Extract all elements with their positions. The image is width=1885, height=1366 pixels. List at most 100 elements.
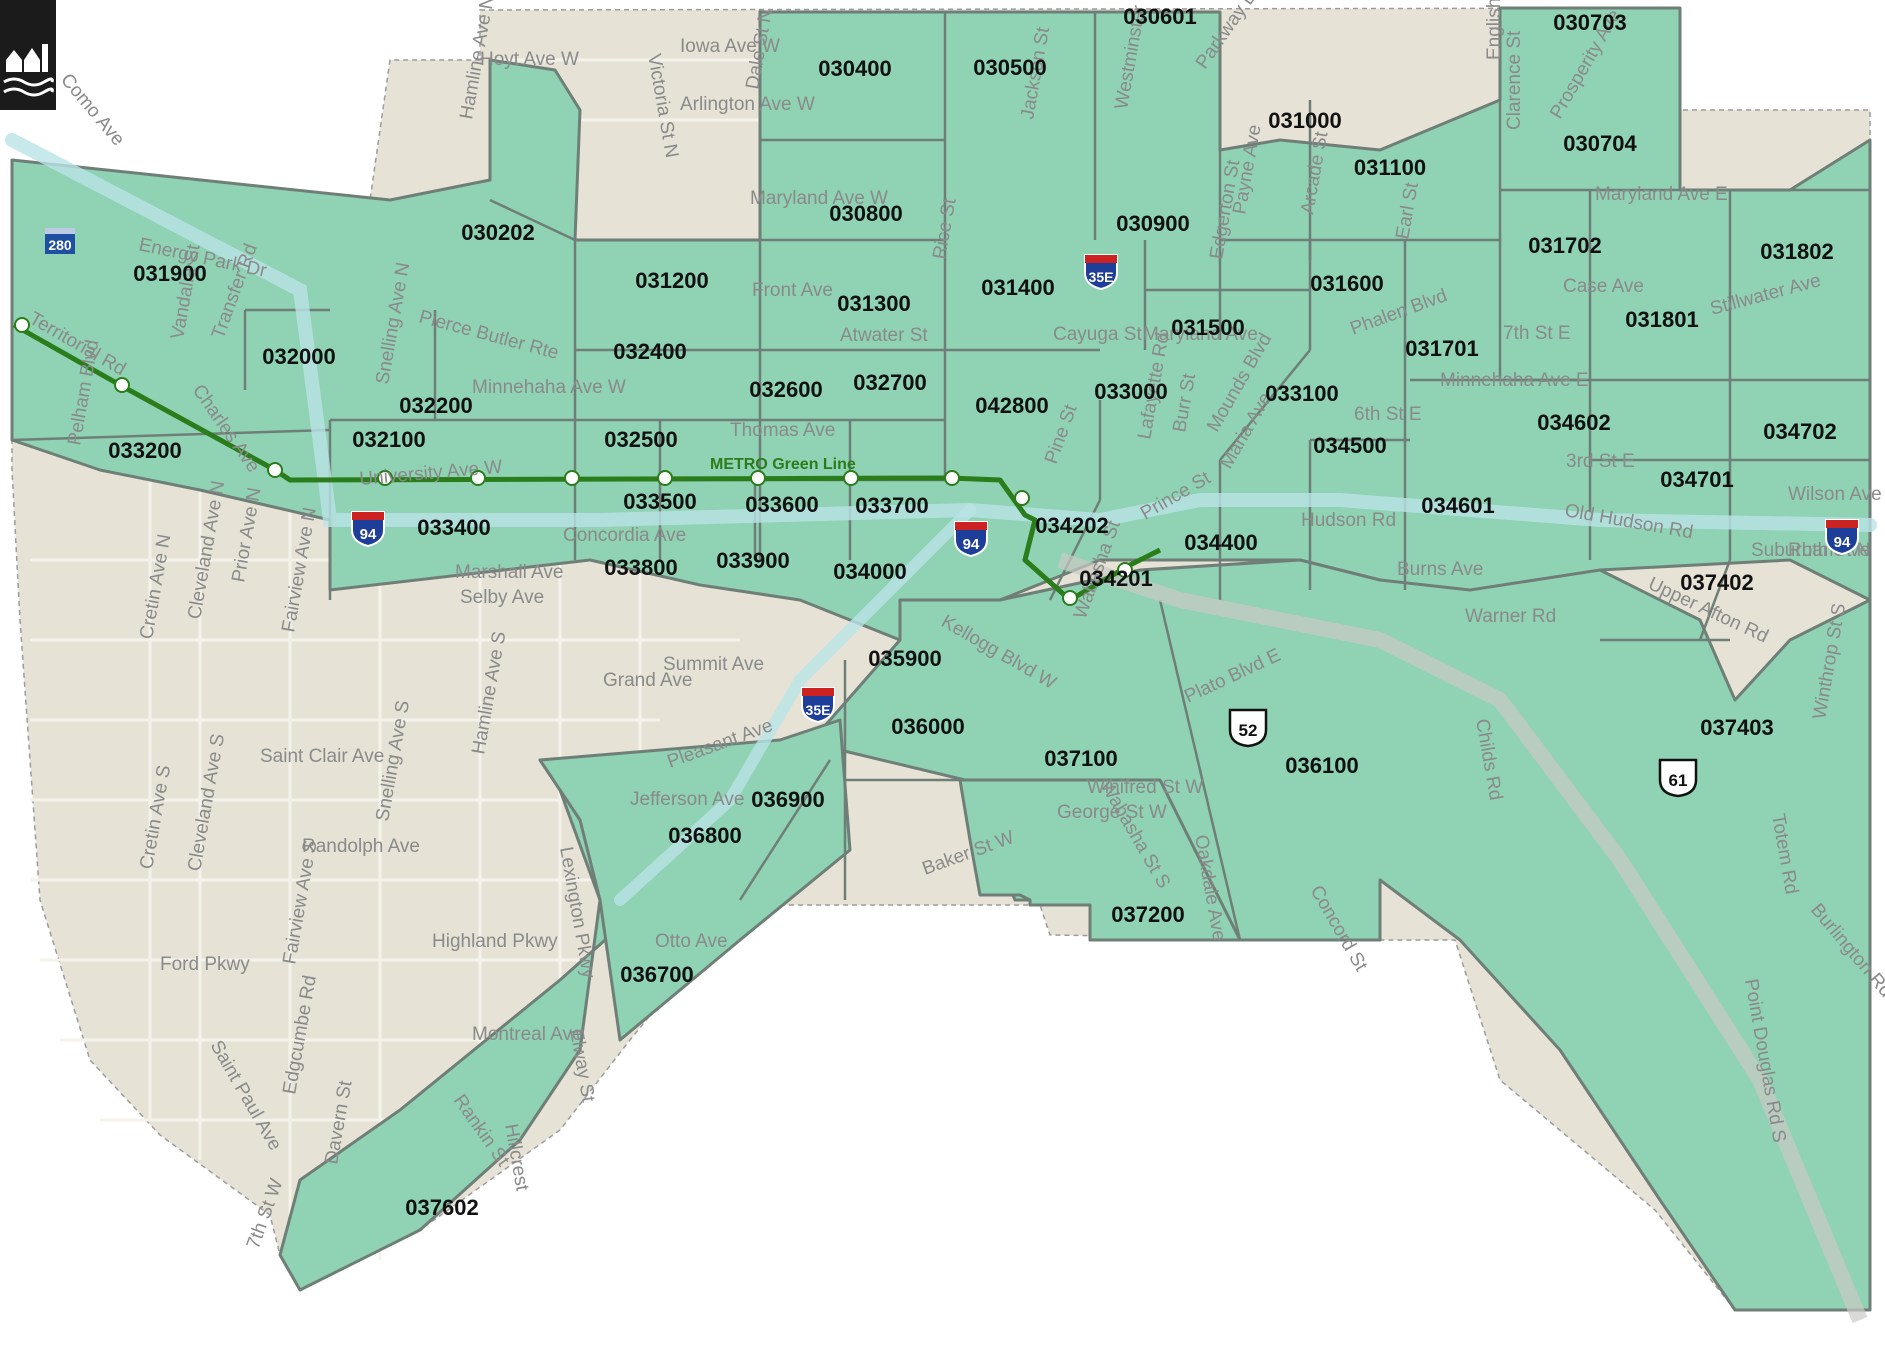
green-line-station [377, 470, 393, 486]
street-label: Atwater St [840, 325, 928, 346]
interstate-35e-shield-icon: 35E [1084, 254, 1118, 291]
tract-label: 030900 [1116, 211, 1189, 236]
street-label: Maryland Ave E [1595, 184, 1728, 205]
tract-label: 033500 [623, 489, 696, 514]
interstate-94-shield-icon: 94 [954, 521, 988, 558]
mississippi-river [1057, 552, 1868, 1324]
tract-label: 032100 [352, 427, 425, 452]
green-line-station [1014, 490, 1030, 506]
tract-label: 030500 [973, 55, 1046, 80]
street-label: Hoyt Ave W [480, 49, 579, 70]
tract-label: 032400 [613, 339, 686, 364]
street-label: Clarence St [1504, 30, 1525, 130]
tract-label: 033700 [855, 493, 928, 518]
street-label: Saint Clair Ave [260, 746, 384, 767]
green-line-station [1117, 562, 1133, 578]
tract-label: 031702 [1528, 233, 1601, 258]
tract-label: 031200 [635, 268, 708, 293]
street-label: Case Ave [1563, 276, 1644, 297]
tract-label: 037100 [1044, 746, 1117, 771]
tract-label: 033600 [745, 492, 818, 517]
tract-label: 034602 [1537, 410, 1610, 435]
street-label: Montreal Ave [472, 1024, 583, 1045]
tract-label: 031600 [1310, 271, 1383, 296]
street-label: Randolph Ave [302, 836, 420, 857]
street-label: Grand Ave [603, 670, 692, 691]
street-label: Arlington Ave W [680, 94, 815, 115]
street-label: George St W [1057, 802, 1167, 823]
street-label: Warner Rd [1465, 606, 1556, 627]
green-line-station [944, 470, 960, 486]
street-label: Iowa Ave W [680, 36, 780, 57]
green-line-station [14, 317, 30, 333]
tract-label: 033100 [1265, 381, 1338, 406]
tract-label: 034000 [833, 559, 906, 584]
green-line-station [564, 470, 580, 486]
tract-label: 033900 [716, 548, 789, 573]
street-label: 7th St E [1503, 323, 1571, 344]
street-label: Minnehaha Ave E [1440, 370, 1589, 391]
green-line-station [114, 377, 130, 393]
tract-label: 030800 [829, 201, 902, 226]
tract-label: 031701 [1405, 336, 1478, 361]
street-label: Winifred St W [1087, 777, 1203, 798]
tract-label: 032600 [749, 377, 822, 402]
freeway-i35e [614, 504, 976, 906]
street-label: Concordia Ave [563, 525, 686, 546]
tract-label: 032000 [262, 344, 335, 369]
svg-text:280: 280 [48, 237, 72, 253]
green-line-station [1062, 590, 1078, 606]
tract-label: 034202 [1035, 513, 1108, 538]
tract-area-southwest [538, 718, 852, 1042]
tract-label: 030202 [461, 220, 534, 245]
tract-label: 034400 [1184, 530, 1257, 555]
street-label: Jefferson Ave [630, 789, 744, 810]
tract-label: 030601 [1123, 4, 1196, 29]
street-label: 3rd St E [1566, 451, 1635, 472]
tract-label: 036800 [668, 823, 741, 848]
tract-label: 034500 [1313, 433, 1386, 458]
street-label: Maryland Ave W [750, 188, 888, 209]
tract-label: 037602 [405, 1195, 478, 1220]
tract-label: 031802 [1760, 239, 1833, 264]
interstate-280-shield-icon: 280 [45, 228, 75, 254]
street-label: Ford Pkwy [160, 954, 250, 975]
metro-green-line [12, 317, 1162, 606]
city-seal-icon [0, 0, 56, 110]
tract-label: 032500 [604, 427, 677, 452]
green-line-label: METRO Green Line [710, 456, 856, 473]
tract-label: 034701 [1660, 467, 1733, 492]
street-label: Marshall Ave [455, 562, 563, 583]
tract-label: 033400 [417, 515, 490, 540]
green-line-station [470, 470, 486, 486]
street-label: Minnehaha Ave W [472, 377, 626, 398]
tract-label: 030400 [818, 56, 891, 81]
tract-label: 033200 [108, 438, 181, 463]
tract-label: 035900 [868, 646, 941, 671]
street-label: Selby Ave [460, 587, 544, 608]
tract-label: 037402 [1680, 570, 1753, 595]
tract-label: 033800 [604, 555, 677, 580]
interstate-94-shield-icon: 94 [1825, 519, 1859, 556]
tract-label: 037403 [1700, 715, 1773, 740]
svg-text:35E: 35E [806, 702, 831, 718]
tract-label: 031100 [1354, 155, 1426, 180]
svg-text:35E: 35E [1089, 269, 1114, 285]
street-label: Cayuga St [1053, 324, 1142, 345]
svg-text:94: 94 [360, 526, 377, 543]
us-61-shield-icon: 61 [1658, 758, 1698, 798]
green-line-station [750, 470, 766, 486]
tract-label: 031900 [133, 261, 206, 286]
interstate-35e-shield-icon: 35E [801, 687, 835, 724]
interstate-94-shield-icon: 94 [351, 511, 385, 548]
us-52-shield-icon: 52 [1228, 708, 1268, 748]
tract-area-south [958, 778, 1242, 942]
tract-label: 034201 [1079, 566, 1152, 591]
street-label: English St [1484, 0, 1505, 60]
tract-label: 032200 [399, 393, 472, 418]
green-line-station [267, 462, 283, 478]
green-line-station [657, 470, 673, 486]
tract-label: 034702 [1763, 419, 1836, 444]
